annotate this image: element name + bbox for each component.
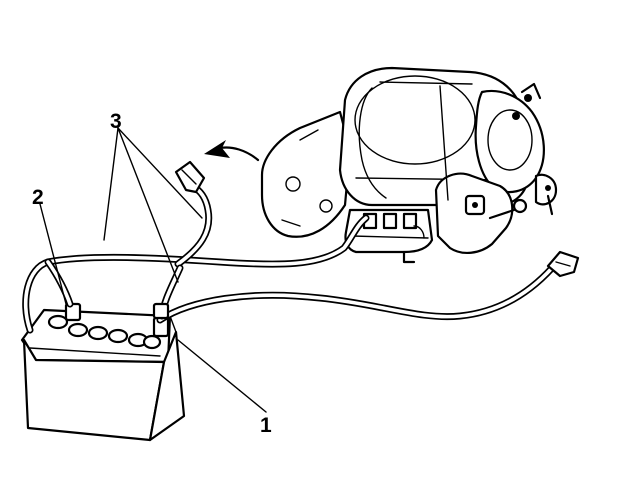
callout-1: 1 <box>260 414 272 437</box>
leader-lines <box>39 127 267 413</box>
callout-2: 2 <box>32 186 44 209</box>
cable-harness-icon <box>22 160 580 334</box>
battery-icon <box>20 302 186 442</box>
starter-motor-icon <box>260 66 558 264</box>
callout-3: 3 <box>110 110 122 133</box>
removal-direction-arrow-icon <box>204 140 260 162</box>
